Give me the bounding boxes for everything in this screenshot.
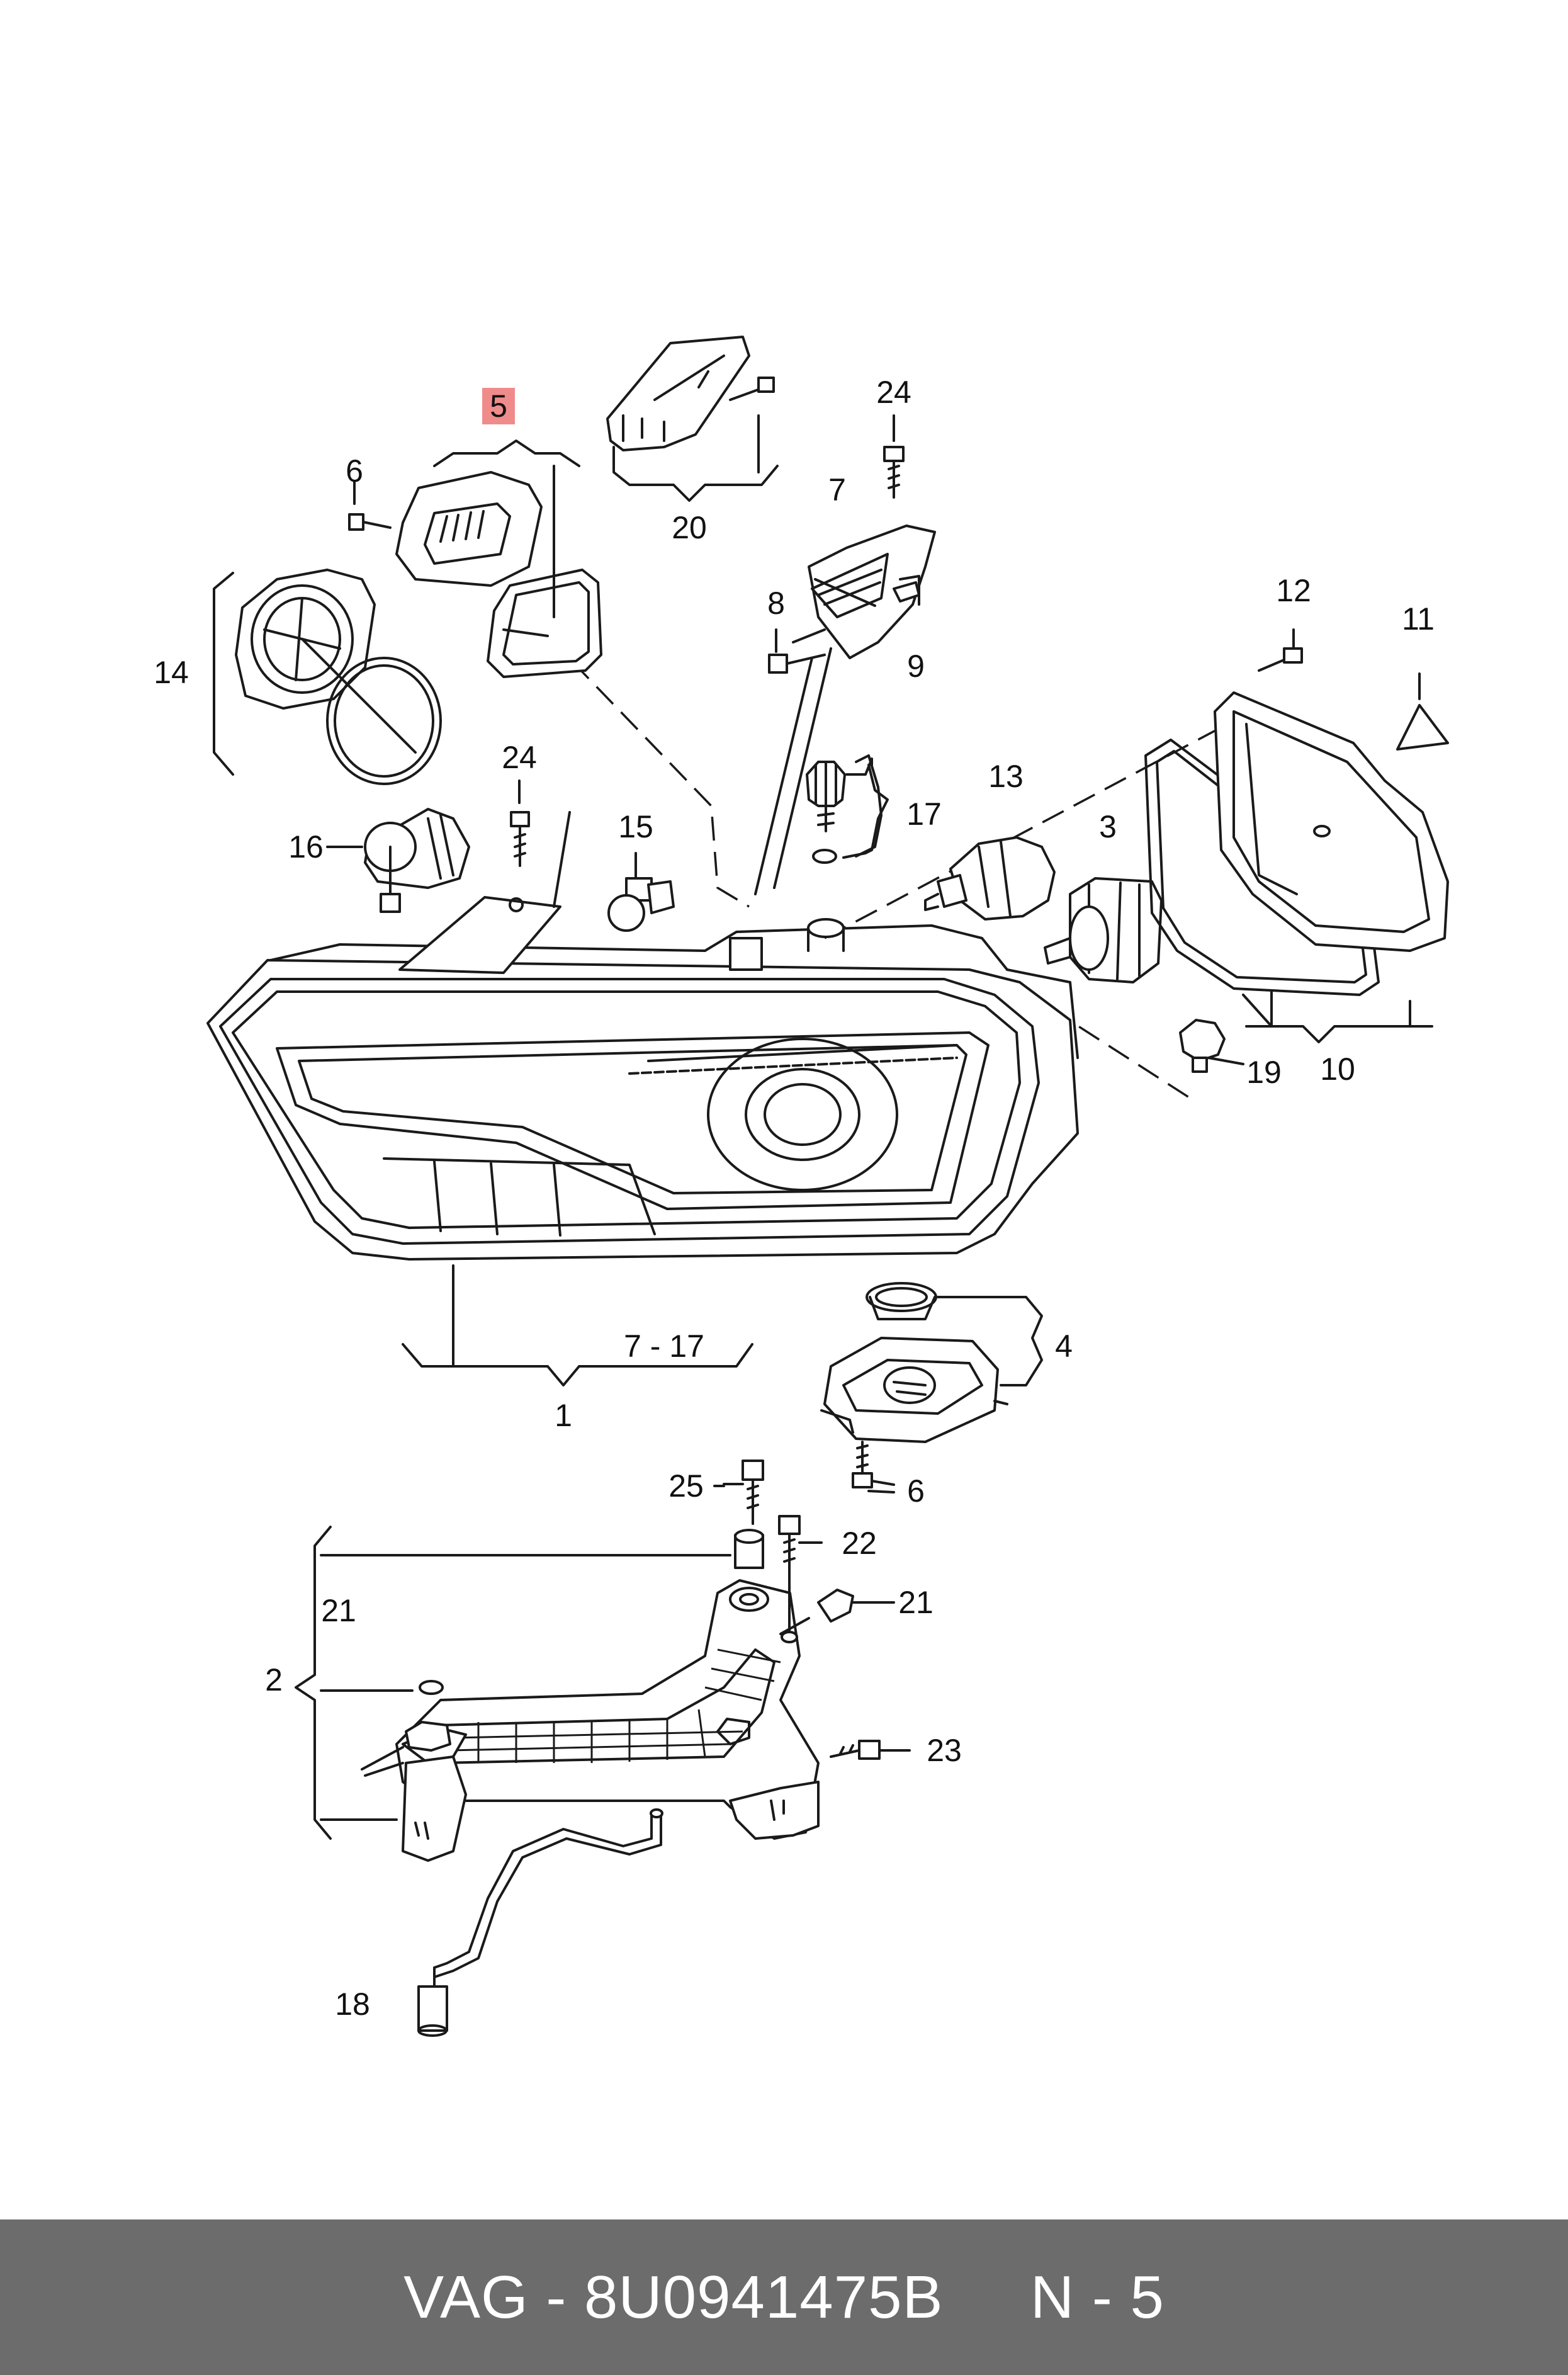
dashed-leaders — [546, 635, 1228, 1103]
label-14: 14 — [154, 655, 189, 690]
label-18: 18 — [335, 1987, 370, 2022]
callout-labels: 1 2 3 4 5 6 6 7 7 - 17 8 9 10 11 12 13 1… — [154, 375, 1435, 2022]
label-2: 2 — [265, 1662, 283, 1698]
label-4: 4 — [1055, 1329, 1073, 1364]
part-22-screw — [778, 1515, 823, 1643]
label-9: 9 — [907, 649, 925, 684]
label-22: 22 — [842, 1526, 877, 1561]
label-7: 7 — [828, 472, 846, 507]
label-16: 16 — [288, 829, 324, 864]
label-bracket-1 — [402, 1264, 753, 1386]
exploded-parts-diagram: 1 2 3 4 5 6 6 7 7 - 17 8 9 10 11 12 13 1… — [154, 336, 1449, 2037]
label-19: 19 — [1246, 1055, 1282, 1090]
label-leaders — [326, 846, 895, 1494]
label-17: 17 — [906, 796, 942, 832]
part-21-clip — [779, 1589, 895, 1635]
part-number-caption: VAG - 8U0941475B N - 5 — [403, 2263, 1165, 2331]
label-bracket-2 — [295, 1526, 731, 1840]
label-21-left: 21 — [321, 1593, 356, 1628]
label-12: 12 — [1276, 573, 1311, 608]
part-24-screw-top — [883, 414, 905, 499]
label-10: 10 — [1320, 1051, 1355, 1087]
part-14-cap — [213, 569, 442, 785]
label-20: 20 — [672, 510, 707, 545]
part-17-adjuster — [806, 754, 889, 864]
label-24-mid: 24 — [502, 740, 537, 775]
headlight-housing — [206, 896, 1079, 1261]
part-23-screw — [830, 1740, 911, 1760]
part-11-cover — [1214, 672, 1449, 952]
label-7-17: 7 - 17 — [624, 1329, 704, 1364]
label-6-bottom: 6 — [907, 1473, 925, 1509]
label-1: 1 — [555, 1398, 572, 1433]
part-3-bulb — [1044, 877, 1163, 983]
part-19-plug — [1179, 1019, 1244, 1073]
label-3: 3 — [1099, 809, 1117, 844]
label-21-right: 21 — [898, 1585, 933, 1620]
label-15: 15 — [618, 809, 653, 844]
part-16-bulb — [364, 808, 470, 913]
label-6-top: 6 — [346, 453, 363, 489]
label-25: 25 — [668, 1468, 704, 1504]
part-15-bulb — [607, 852, 675, 932]
label-11: 11 — [1402, 601, 1435, 637]
part-4-ballast — [820, 1282, 1043, 1443]
label-13: 13 — [988, 759, 1024, 794]
part-12-screw — [1258, 628, 1303, 672]
part-8-screw — [768, 628, 826, 674]
part-2-tray — [361, 1529, 820, 2037]
part-24-screw-mid — [510, 779, 571, 908]
part-25-screw — [723, 1460, 764, 1525]
label-24-top: 24 — [876, 375, 911, 410]
part-7-bracket — [754, 524, 936, 895]
part-13-motor — [924, 836, 1056, 921]
part-5-module — [395, 439, 602, 678]
part-20-bracket — [606, 336, 779, 502]
part-6-screw-top — [348, 480, 392, 531]
footer-bar: VAG - 8U0941475B N - 5 — [0, 2219, 1568, 2375]
label-5: 5 — [490, 388, 507, 424]
label-23: 23 — [927, 1733, 962, 1768]
part-6-screw-bottom — [852, 1441, 895, 1488]
label-8: 8 — [767, 586, 785, 621]
